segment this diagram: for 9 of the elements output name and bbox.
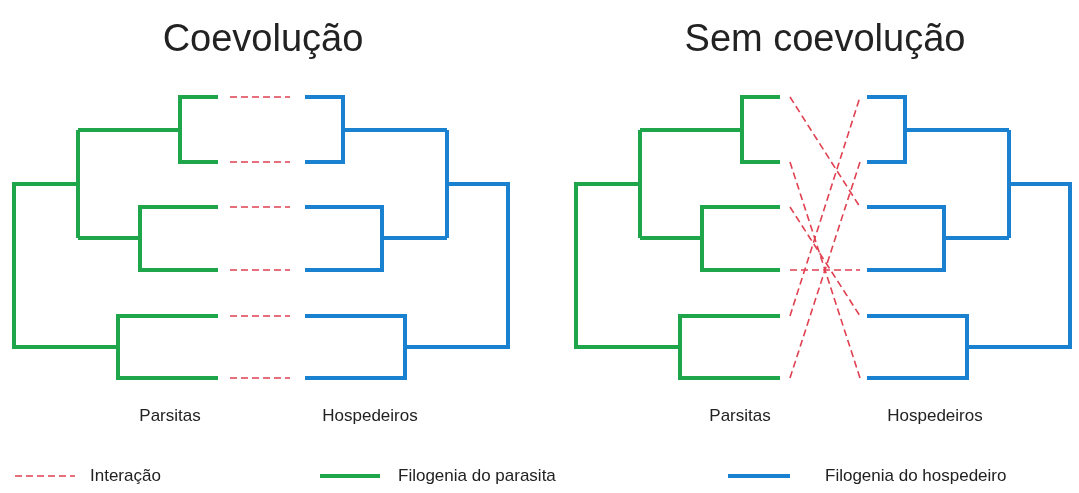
column-label: Hospedeiros: [887, 406, 983, 426]
column-label: Parsitas: [709, 406, 771, 426]
column-label: Parsitas: [139, 406, 201, 426]
column-label: Hospedeiros: [322, 406, 418, 426]
panel-title: Sem coevolução: [684, 16, 966, 60]
legend-label: Interação: [90, 466, 161, 486]
panel-title: Coevolução: [162, 16, 364, 60]
legend-label: Filogenia do parasita: [398, 466, 556, 486]
legend-label: Filogenia do hospedeiro: [825, 466, 1007, 486]
